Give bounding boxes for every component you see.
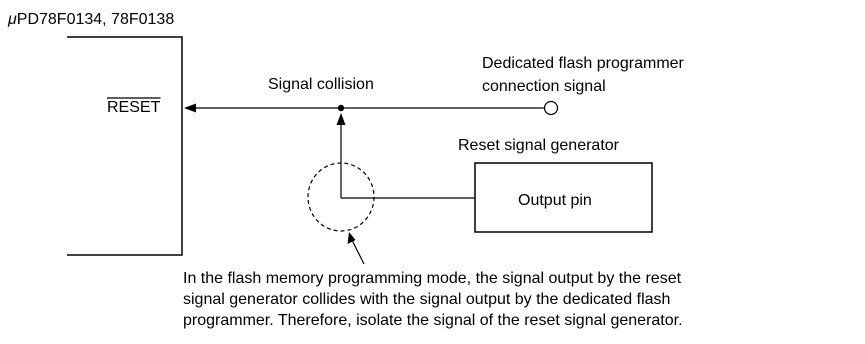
- collision-junction-dot: [337, 104, 345, 112]
- programmer-terminal: [543, 100, 559, 116]
- reset-generator-title: Reset signal generator: [458, 137, 620, 154]
- note-line: In the flash memory programming mode, th…: [183, 270, 682, 287]
- device-name: PD78F0134, 78F0138: [17, 11, 175, 28]
- device-body: [67, 36, 183, 256]
- isolation-dashed-circle: [307, 162, 375, 232]
- arrow-up-to-junction: [336, 113, 346, 125]
- programmer-label-line2: connection signal: [482, 78, 606, 95]
- note-line: programmer. Therefore, isolate the signa…: [183, 312, 683, 329]
- svg-text:μPD78F0134, 78F0138: μPD78F0134, 78F0138: [7, 11, 174, 28]
- collision-note: In the flash memory programming mode, th…: [183, 268, 863, 331]
- note-pointer-arrowhead: [347, 232, 356, 244]
- signal-collision-label: Signal collision: [268, 76, 374, 93]
- mu-symbol: μ: [7, 11, 17, 28]
- note-line: signal generator collides with the signa…: [183, 291, 671, 308]
- reset-pin-label: RESET: [107, 99, 161, 116]
- output-pin-label: Output pin: [518, 192, 592, 209]
- programmer-label-line1: Dedicated flash programmer: [482, 55, 685, 72]
- reset-generator-box: [474, 162, 653, 233]
- arrow-into-reset: [184, 103, 196, 113]
